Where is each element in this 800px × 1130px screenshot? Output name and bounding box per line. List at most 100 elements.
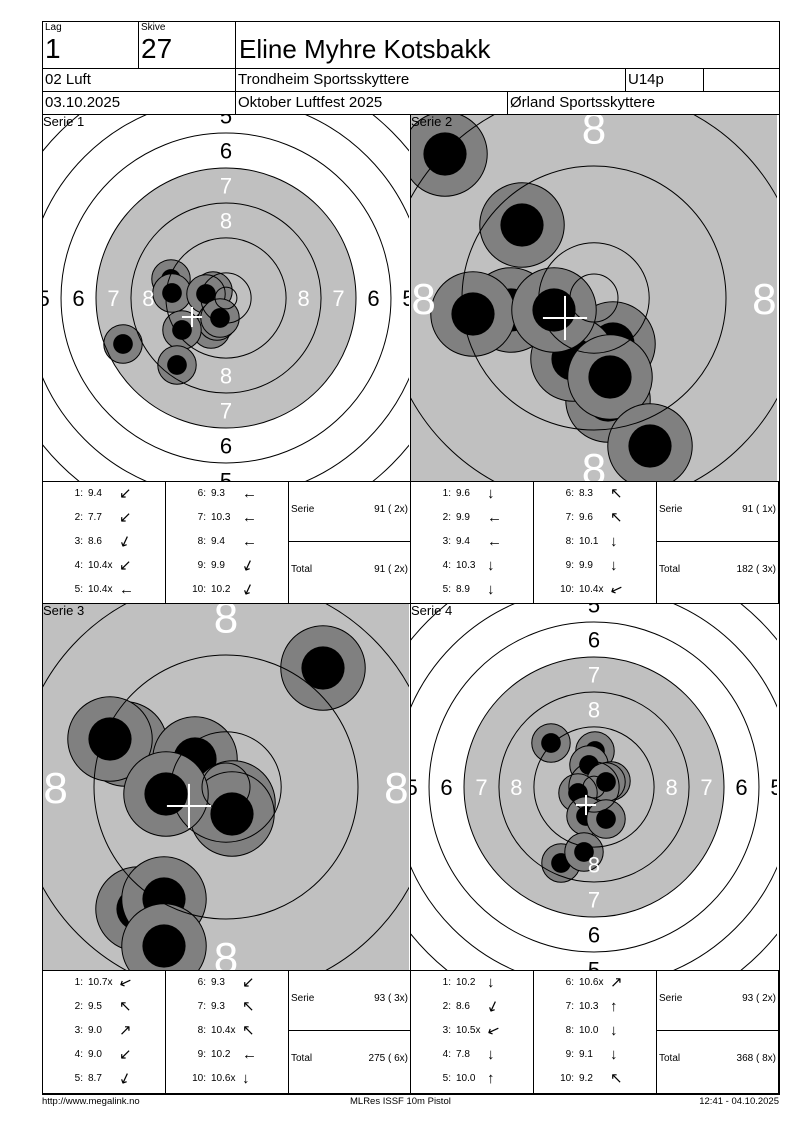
score-table-serie-3: 1:10.7x↙2:9.5↖3:9.0↗4:9.0↙5:8.7↙6:9.3↙7:…	[42, 970, 411, 1094]
name-cell: Eline Myhre Kotsbakk	[235, 21, 780, 69]
shot-value: 9.3	[211, 977, 225, 988]
serie-score: 93 ( 2x)	[742, 993, 776, 1004]
shot-value: 7.7	[88, 512, 102, 523]
serie-title: Serie 2	[411, 115, 453, 129]
shot-row: 4:9.0↙	[43, 1046, 165, 1064]
shot-number: 10:	[192, 584, 206, 595]
direction-arrow-icon: ↑	[610, 998, 618, 1015]
direction-arrow-icon: ↓	[242, 1070, 250, 1087]
shot-number: 3:	[74, 536, 83, 547]
total-score: 368 ( 8x)	[736, 1053, 776, 1064]
footer-url[interactable]: http://www.megalink.no	[42, 1096, 140, 1107]
shot-number: 7:	[197, 1001, 206, 1012]
shot-row: 4:10.3↓	[411, 557, 533, 575]
shot-value: 10.3	[579, 1001, 599, 1012]
ring-number-label: 7	[475, 775, 487, 800]
lag-label: Lag	[45, 22, 62, 33]
shot-value: 9.0	[88, 1025, 102, 1036]
ring-number-label: 7	[332, 286, 344, 311]
scoring-ring	[95, 167, 357, 429]
direction-arrow-icon: ↙	[119, 485, 132, 502]
serie-score: 91 ( 1x)	[742, 504, 776, 515]
shot-row: 3:9.0↗	[43, 1022, 165, 1040]
total-summary-row: Total 182 ( 3x)	[657, 542, 778, 603]
ring-number-label: 7	[107, 286, 119, 311]
skive-cell: Skive 27	[138, 21, 236, 69]
scoring-ring	[60, 132, 392, 464]
scoring-ring	[461, 165, 727, 431]
ring-number-label: 8	[220, 208, 232, 233]
shot-value: 10.2	[211, 584, 231, 595]
club-cell: Trondheim Sportsskyttere	[235, 68, 626, 92]
shot-number: 9:	[197, 1049, 206, 1060]
shot-row: 3:8.6↙	[43, 531, 165, 551]
serie-title: Serie 4	[411, 604, 453, 618]
direction-arrow-icon: ↙	[119, 1046, 132, 1063]
shot-row: 3:10.5x↙	[411, 1020, 533, 1040]
direction-arrow-icon: ↓	[487, 974, 495, 991]
direction-arrow-icon: ↖	[610, 485, 623, 502]
date: 03.10.2025	[45, 94, 121, 111]
skive-value: 27	[141, 33, 173, 64]
serie-label: Serie	[291, 504, 315, 515]
footer-program: MLRes ISSF 10m Pistol	[350, 1096, 451, 1107]
total-score: 182 ( 3x)	[736, 564, 776, 575]
shot-number: 5:	[74, 584, 83, 595]
shot-row: 2:9.9←	[411, 509, 533, 527]
shot-number: 6:	[197, 977, 206, 988]
shot-hole-center	[113, 334, 133, 354]
shot-row: 8:9.4←	[166, 533, 288, 551]
shot-row: 5:8.9↓	[411, 581, 533, 599]
shot-number: 6:	[565, 488, 574, 499]
shot-value: 10.0	[456, 1073, 476, 1084]
shot-hole-center	[301, 646, 345, 690]
direction-arrow-icon: ↙	[116, 1068, 134, 1089]
shot-value: 7.8	[456, 1049, 470, 1060]
direction-arrow-icon: ↙	[119, 509, 132, 526]
shot-value: 9.1	[579, 1049, 593, 1060]
direction-arrow-icon: ↙	[242, 974, 255, 991]
shot-hole-center	[142, 924, 186, 968]
shot-number: 10:	[560, 1073, 574, 1084]
total-label: Total	[291, 564, 313, 575]
score-table-serie-4: 1:10.2↓2:8.6↙3:10.5x↙4:7.8↓5:10.0↑6:10.6…	[410, 970, 779, 1094]
shot-hole-center	[423, 132, 467, 176]
ring-number-label: 8	[214, 934, 238, 970]
ring-number-label: 7	[220, 398, 232, 423]
total-label: Total	[659, 564, 681, 575]
shot-number: 9:	[565, 1049, 574, 1060]
shot-hole-center	[628, 424, 672, 468]
class: 02 Luft	[45, 71, 91, 88]
shot-row: 10:10.4x↙	[534, 579, 656, 599]
shot-number: 5:	[442, 1073, 451, 1084]
shot-number: 8:	[565, 1025, 574, 1036]
shot-number: 9:	[565, 560, 574, 571]
shot-row: 10:10.6x↓	[166, 1070, 288, 1088]
shot-number: 5:	[442, 584, 451, 595]
scoring-ring	[130, 202, 322, 394]
direction-arrow-icon: ←	[242, 1046, 257, 1063]
organizer: Ørland Sportsskyttere	[510, 94, 656, 111]
direction-arrow-icon: ↓	[610, 557, 618, 574]
shot-column: 6:9.3↙7:9.3↖8:10.4x↖9:10.2←10:10.6x↓	[166, 971, 289, 1093]
shot-number: 2:	[442, 512, 451, 523]
shot-number: 1:	[442, 488, 451, 499]
scoring-ring	[533, 726, 655, 848]
shot-value: 9.0	[88, 1049, 102, 1060]
shot-value: 10.4x	[88, 560, 113, 571]
lag-value: 1	[45, 33, 61, 64]
shot-row: 3:9.4←	[411, 533, 533, 551]
shot-hole-center	[451, 292, 495, 336]
scoring-ring	[165, 237, 287, 359]
shot-number: 8:	[565, 536, 574, 547]
scoring-ring	[428, 621, 760, 953]
shot-value: 10.3	[456, 560, 476, 571]
direction-arrow-icon: ↖	[242, 1022, 255, 1039]
shot-number: 3:	[442, 1025, 451, 1036]
shot-number: 5:	[74, 1073, 83, 1084]
shot-number: 1:	[74, 977, 83, 988]
